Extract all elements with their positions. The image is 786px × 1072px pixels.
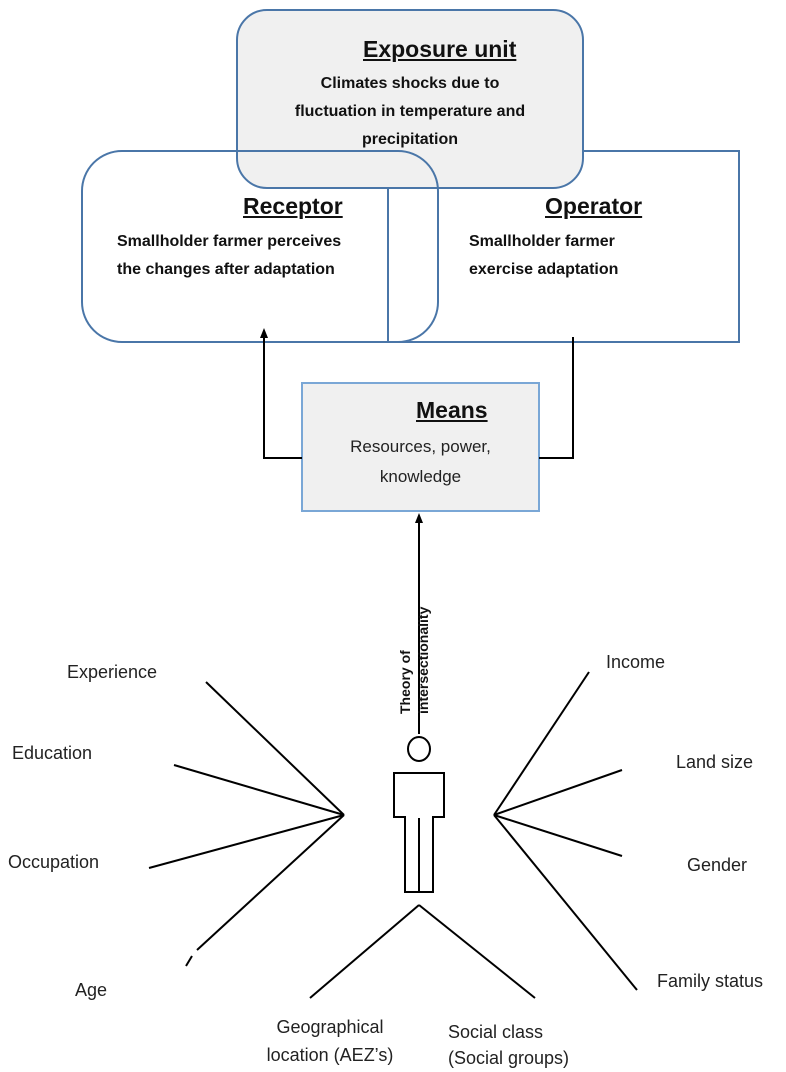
occupation-line <box>148 814 345 869</box>
operator-text: Smallholder farmer exercise adaptation <box>469 228 618 284</box>
receptor-text: Smallholder farmer perceives the changes… <box>117 228 341 284</box>
income-line <box>493 671 590 816</box>
right-factor-lines <box>493 671 638 991</box>
exposure-line: precipitation <box>361 131 458 148</box>
education-label: Education <box>12 743 93 763</box>
operator-line: Smallholder farmer <box>469 233 615 250</box>
gender-line <box>493 814 623 857</box>
theory-line: intersectionality <box>415 606 431 714</box>
education-line <box>173 764 345 816</box>
gender-label: Gender <box>687 855 748 875</box>
operator-title: Operator <box>545 193 643 219</box>
means-title: Means <box>416 397 488 423</box>
experience-label: Experience <box>67 662 158 682</box>
exposure-unit-box <box>236 9 584 189</box>
social-class-line-text: (Social groups) <box>448 1048 570 1068</box>
geographical-line-text: location (AEZ’s) <box>266 1045 394 1065</box>
social-class-line <box>418 904 536 999</box>
social-class-line-text: Social class <box>448 1022 544 1042</box>
geographical-line-text: Geographical <box>276 1017 384 1037</box>
geographical-line <box>309 904 420 999</box>
occupation-label: Occupation <box>8 852 100 872</box>
bottom-factor-lines <box>309 904 536 999</box>
theory-line: Theory of <box>397 650 413 714</box>
means-box <box>301 382 540 512</box>
family-status-label: Family status <box>657 971 764 991</box>
means-line: knowledge <box>379 467 462 486</box>
land-size-line <box>493 769 623 816</box>
social-class-label: Social class (Social groups) <box>448 1019 569 1071</box>
left-factor-lines <box>148 681 345 967</box>
age-label: Age <box>75 980 108 1000</box>
operator-to-means-connector <box>539 337 574 459</box>
means-to-receptor-arrow <box>260 328 302 459</box>
exposure-line: Climates shocks due to <box>320 75 500 92</box>
family-status-line <box>493 814 638 991</box>
means-text: Resources, power, knowledge <box>302 432 539 492</box>
person-icon <box>393 736 445 893</box>
receptor-line: the changes after adaptation <box>117 261 335 278</box>
exposure-unit-title: Exposure unit <box>363 36 517 62</box>
geographical-location-label: Geographical location (AEZ’s) <box>236 1013 424 1069</box>
age-line <box>196 814 345 951</box>
receptor-line: Smallholder farmer perceives <box>117 233 342 250</box>
means-line: Resources, power, <box>350 437 491 456</box>
exposure-line: fluctuation in temperature and <box>294 103 526 120</box>
operator-line: exercise adaptation <box>469 261 619 278</box>
land-size-label: Land size <box>676 752 754 772</box>
experience-line <box>205 681 345 816</box>
receptor-box <box>81 150 439 343</box>
age-line-tail <box>185 955 193 967</box>
exposure-unit-text: Climates shocks due to fluctuation in te… <box>245 70 575 154</box>
receptor-title: Receptor <box>243 193 343 219</box>
theory-label: Theory of intersectionality <box>396 607 432 714</box>
income-label: Income <box>606 652 666 672</box>
